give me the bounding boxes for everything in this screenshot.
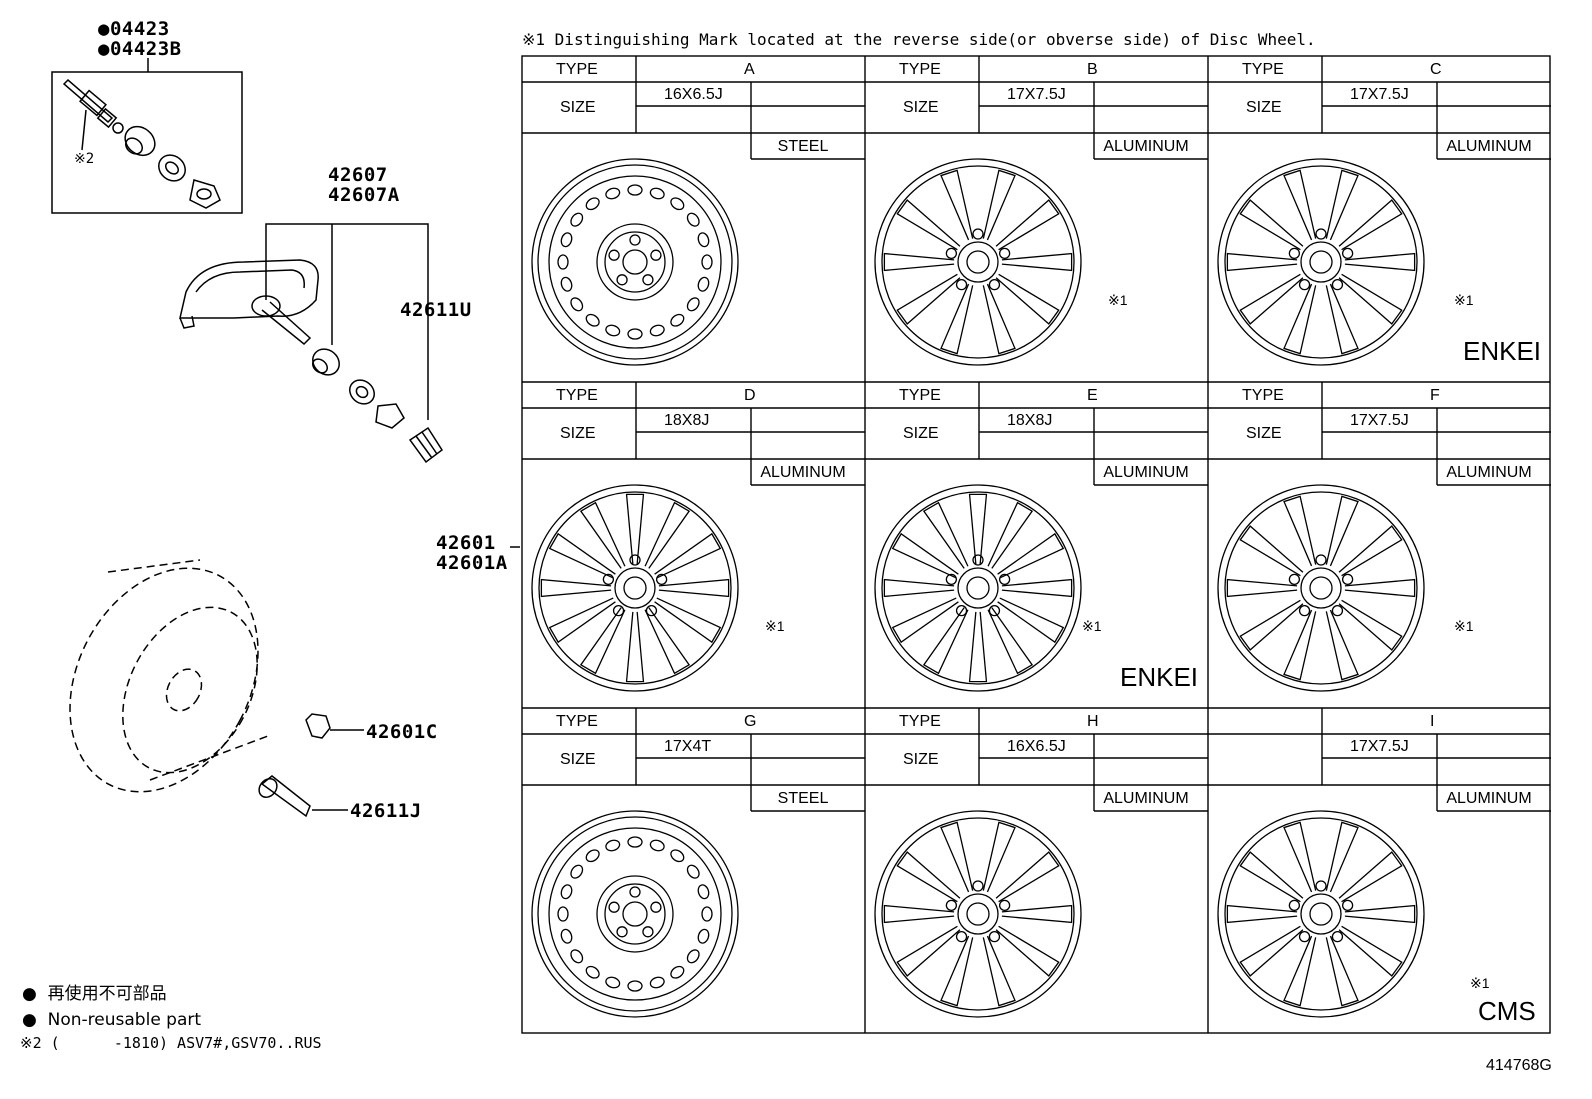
wheel-type-i: I <box>1430 713 1435 730</box>
wheel-size-i: 17X7.5J <box>1350 738 1409 755</box>
parts-drawing <box>51 58 520 818</box>
type-label-d: TYPE <box>556 387 598 404</box>
legend-jp: ● 再使用不可部品 <box>22 984 167 1004</box>
type-label-h: TYPE <box>899 713 941 730</box>
wheel-type-g: G <box>744 713 757 730</box>
type-label-f: TYPE <box>1242 387 1284 404</box>
valve-core-icon <box>62 78 124 151</box>
wheel-material-e: ALUMINUM <box>1103 464 1189 481</box>
part-number-42601a[interactable]: 42601A <box>436 552 508 574</box>
note2-mark: ※2 <box>74 151 95 167</box>
size-label-f: SIZE <box>1246 425 1282 442</box>
part-number-04423b[interactable]: ●04423B <box>98 38 182 60</box>
mark-note-b: ※1 <box>1108 292 1128 308</box>
legend-jp-text: 再使用不可部品 <box>47 984 167 1004</box>
wheel-material-c: ALUMINUM <box>1446 138 1532 155</box>
part-number-04423[interactable]: ●04423 <box>98 18 170 40</box>
part-04423b-label: 04423B <box>109 38 182 60</box>
distinguishing-mark-note: ※1 Distinguishing Mark located at the re… <box>522 30 1316 49</box>
legend-en-text: Non-reusable part <box>47 1010 202 1030</box>
size-label-c: SIZE <box>1246 99 1282 116</box>
type-label-g: TYPE <box>556 713 598 730</box>
size-label-d: SIZE <box>560 425 596 442</box>
logo-c: ENKEI <box>1463 336 1542 366</box>
wheel-type-a: A <box>744 61 755 78</box>
part-number-42611u[interactable]: 42611U <box>400 299 472 321</box>
size-label-g: SIZE <box>560 751 596 768</box>
part-number-42607a[interactable]: 42607A <box>328 184 400 206</box>
size-label-a: SIZE <box>560 99 596 116</box>
wheel-size-f: 17X7.5J <box>1350 412 1409 429</box>
mark-note-c: ※1 <box>1454 292 1474 308</box>
wheel-type-h: H <box>1087 713 1099 730</box>
size-label-e: SIZE <box>903 425 939 442</box>
valve-cap-icon <box>408 426 444 464</box>
sensor-washer-icon <box>349 379 375 405</box>
part-number-42611j[interactable]: 42611J <box>350 800 422 822</box>
size-label-h: SIZE <box>903 751 939 768</box>
type-label-a: TYPE <box>556 61 598 78</box>
band-lines <box>522 56 1551 812</box>
logo-e: ENKEI <box>1120 662 1199 692</box>
part-number-42607[interactable]: 42607 <box>328 164 388 186</box>
sensor-grommet-icon <box>312 348 340 376</box>
grommet-icon <box>124 125 156 157</box>
wheel-size-e: 18X8J <box>1007 412 1053 429</box>
wheel-material-b: ALUMINUM <box>1103 138 1189 155</box>
type-label-b: TYPE <box>899 61 941 78</box>
wheel-material-f: ALUMINUM <box>1446 464 1532 481</box>
wheel-size-g: 17X4T <box>664 738 712 755</box>
wheel-type-e: E <box>1087 387 1098 404</box>
size-label-b: SIZE <box>903 99 939 116</box>
wheel-type-b: B <box>1087 61 1098 78</box>
mark-note-d: ※1 <box>765 618 785 634</box>
wheel-material-d: ALUMINUM <box>760 464 846 481</box>
wheel-type-d: D <box>744 387 756 404</box>
part-number-42601c[interactable]: 42601C <box>366 721 438 743</box>
wheel-type-f: F <box>1430 387 1440 404</box>
tire-icon <box>69 559 269 793</box>
part-number-42601[interactable]: 42601 <box>436 532 496 554</box>
nut-icon <box>189 179 221 209</box>
washer-icon <box>158 154 186 182</box>
wheel-weight-icon <box>305 713 364 739</box>
wheel-material-i: ALUMINUM <box>1446 790 1532 807</box>
wheel-material-h: ALUMINUM <box>1103 790 1189 807</box>
mark-note-i: ※1 <box>1470 975 1490 991</box>
type-label-e: TYPE <box>899 387 941 404</box>
wheel-size-d: 18X8J <box>664 412 710 429</box>
part-04423-label: 04423 <box>109 18 170 40</box>
legend-note2: ※2 ( -1810) ASV7#,GSV70..RUS <box>20 1034 322 1052</box>
valve-stem-icon <box>258 775 348 818</box>
legend-en: ● Non-reusable part <box>22 1010 202 1030</box>
wheel-size-a: 16X6.5J <box>664 86 723 103</box>
wheel-type-c: C <box>1430 61 1442 78</box>
tpms-sensor-icon <box>179 259 319 346</box>
diagram-id: 414768G <box>1486 1057 1552 1074</box>
wheel-size-b: 17X7.5J <box>1007 86 1066 103</box>
wheel-size-h: 16X6.5J <box>1007 738 1066 755</box>
type-label-c: TYPE <box>1242 61 1284 78</box>
logo-i: CMS <box>1478 996 1536 1026</box>
wheel-material-a: STEEL <box>777 138 829 155</box>
wheel-material-g: STEEL <box>777 790 829 807</box>
mark-note-f: ※1 <box>1454 618 1474 634</box>
wheel-size-c: 17X7.5J <box>1350 86 1409 103</box>
sensor-nut-icon <box>375 403 405 429</box>
mark-note-e: ※1 <box>1082 618 1102 634</box>
